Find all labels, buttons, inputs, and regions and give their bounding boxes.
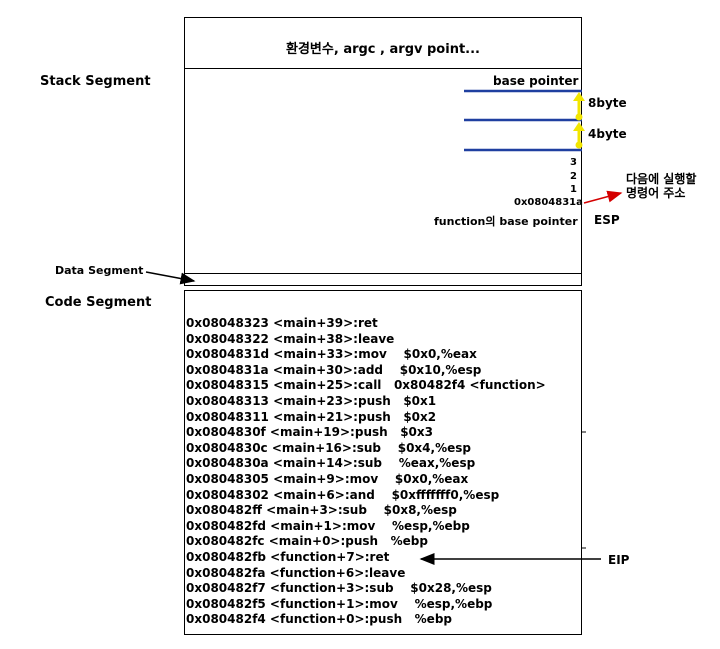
code-line: 0x08048315 <main+25>:call 0x80482f4 <fun…: [186, 378, 546, 393]
code-segment-label: Code Segment: [45, 295, 152, 310]
code-line: 0x080482f7 <function+3>:sub $0x28,%esp: [186, 581, 492, 596]
eip-label: EIP: [608, 553, 630, 567]
environment-text: 환경변수, argc , argv point...: [286, 42, 480, 57]
code-line: 0x080482f5 <function+1>:mov %esp,%ebp: [186, 596, 493, 611]
stack-segment-box: [184, 68, 582, 275]
code-line: 0x08048302 <main+6>:and $0xfffffff0,%esp: [186, 487, 500, 502]
data-segment-label: Data Segment: [55, 264, 144, 277]
code-line: 0x0804830c <main+16>:sub $0x4,%esp: [186, 440, 471, 455]
code-line: 0x080482fd <main+1>:mov %esp,%ebp: [186, 518, 470, 533]
size-4byte-arrow: [573, 122, 585, 149]
code-line: 0x080482ff <main+3>:sub $0x8,%esp: [186, 503, 457, 518]
code-line: 0x080482fb <function+7>:ret: [186, 550, 390, 564]
code-line: 0x080482fc <main+0>:push %ebp: [186, 534, 428, 549]
code-line: 0x080482fa <function+6>:leave: [186, 565, 406, 580]
code-segment-box: [184, 290, 582, 635]
size-8byte-label: 8byte: [588, 96, 627, 110]
stack-segment-label: Stack Segment: [40, 74, 151, 89]
code-line: 0x0804830f <main+19>:push $0x3: [186, 425, 433, 440]
code-line: 0x08048311 <main+21>:push $0x2: [186, 409, 437, 424]
next-instruction-arrow: [583, 190, 623, 204]
stack-value-1: 1: [570, 184, 577, 195]
code-line: 0x0804831a <main+30>:add $0x10,%esp: [186, 362, 482, 377]
size-4byte-label: 4byte: [588, 127, 627, 141]
code-line: 0x08048305 <main+9>:mov $0x0,%eax: [186, 472, 469, 486]
stack-value-2: 2: [570, 171, 577, 182]
next-instruction-note-line1: 다음에 실행할: [626, 172, 697, 186]
code-line: 0x08048313 <main+23>:push $0x1: [186, 394, 437, 408]
esp-label: ESP: [594, 213, 620, 227]
environment-box: 환경변수, argc , argv point...: [184, 17, 582, 69]
code-line: 0x080482f4 <function+0>:push %ebp: [186, 612, 452, 627]
base-pointer-label: base pointer: [493, 74, 579, 88]
data-segment-arrow: [145, 271, 196, 285]
code-line: 0x0804830a <main+14>:sub %eax,%esp: [186, 456, 476, 471]
stack-value-3: 3: [570, 157, 577, 168]
code-line: 0x0804831d <main+33>:mov $0x0,%eax: [186, 347, 477, 362]
code-line: 0x08048322 <main+38>:leave: [186, 331, 395, 346]
next-instruction-note-line2: 명령어 주소: [626, 186, 686, 200]
return-address: 0x0804831a: [514, 197, 583, 208]
code-line: 0x08048323 <main+39>:ret: [186, 316, 378, 330]
size-8byte-arrow: [573, 92, 585, 121]
function-base-pointer-label: function의 base pointer: [434, 215, 578, 228]
